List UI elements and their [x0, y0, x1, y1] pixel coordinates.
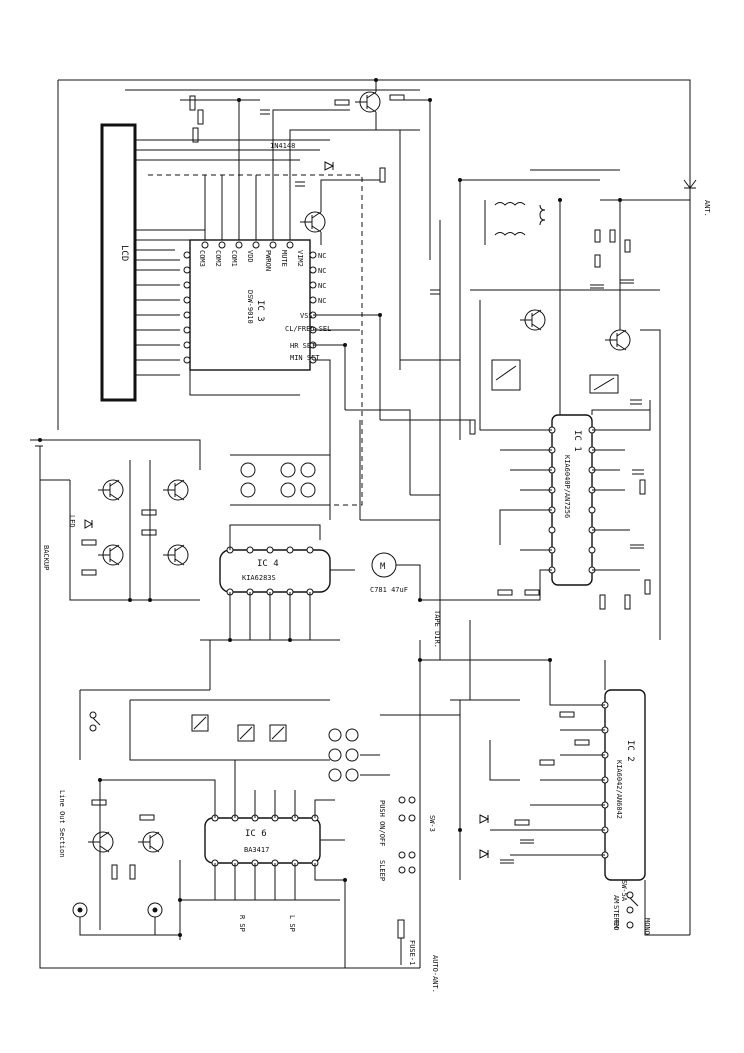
- antenna-symbol: ANT.: [683, 179, 711, 217]
- sw5a-switch: [626, 891, 639, 929]
- lcd-label: LCD: [119, 245, 129, 261]
- cl-fred-sel-label: CL/FRED-SEL: [285, 325, 331, 333]
- line-out-label: Line Out Section: [58, 790, 66, 857]
- antenna-label: ANT.: [703, 200, 711, 217]
- ic3-controller: IC 3 DSW-9010 VDD COM1 COM2 COM3 PWRON M…: [183, 239, 331, 371]
- tape-motor: M C781 47uF: [370, 552, 421, 600]
- junction-dots: [38, 78, 622, 937]
- diode-d1: 1N4148: [270, 142, 335, 171]
- control-area-outline: [148, 174, 363, 506]
- ic3-pin-vss: VSS: [300, 312, 313, 320]
- motor-capacitor-label: C781 47uF: [370, 586, 408, 594]
- ic3-pin-com1: COM1: [230, 250, 238, 267]
- led-label: LED: [68, 515, 76, 528]
- fm-transistor-1: [520, 309, 546, 331]
- ic3-pin-nc1: NC: [318, 252, 326, 260]
- ic3-pin-com3: COM3: [198, 250, 206, 267]
- q-mute-transistor: [300, 211, 326, 233]
- resistor-bank-top: [189, 94, 405, 183]
- line-out-section: [72, 799, 180, 936]
- push-on-off-label: PUSH ON/OFF: [378, 800, 386, 846]
- cap-bank-top: [260, 109, 440, 295]
- tuning-gang: [491, 359, 619, 394]
- lcd-display: LCD: [100, 123, 137, 402]
- volume-trimmers: [79, 689, 330, 761]
- am-label: AM: [612, 895, 620, 903]
- svg-text:M: M: [380, 562, 386, 572]
- led-driver-section: [40, 439, 201, 601]
- ic3-title: IC 3: [255, 300, 265, 322]
- backup-label: BACKUP: [42, 545, 50, 570]
- mono-label: MONO: [643, 918, 651, 935]
- ic1-tuner: IC 1 KIA6040P/AN7256: [548, 414, 596, 586]
- ic4-title: IC 4: [257, 559, 279, 569]
- ic3-pin-com2: COM2: [214, 250, 222, 267]
- sleep-label: SLEEP: [378, 860, 386, 881]
- fm-label: FM: [612, 920, 620, 928]
- ic2-part: KIA6042/AN6042: [615, 760, 623, 819]
- ic3-pin-hr-set: HR SET: [290, 342, 316, 350]
- ic3-pin-min-set: MIN SET: [290, 354, 320, 362]
- tape-dir-label: TAPE DIR.: [433, 610, 441, 648]
- ic4-amp: IC 4 KIA6283S: [219, 546, 331, 596]
- jack-column-ic6: [328, 728, 390, 782]
- diode-1n4148-label: 1N4148: [270, 142, 295, 150]
- sw5a-label: SW-5A: [620, 880, 628, 902]
- r-sp-label: R SP: [238, 915, 246, 932]
- auto-ant-label: AUTO-ANT.: [431, 955, 439, 993]
- ic6-part: BA3417: [244, 846, 269, 854]
- l-sp-label: L SP: [288, 915, 296, 932]
- ic1-part: KIA6040P/AN7256: [563, 455, 571, 518]
- rc-ic2: [479, 711, 590, 864]
- ic3-pin-nc4: NC: [318, 297, 326, 305]
- ic3-pin-vim2: VIM2: [296, 250, 304, 267]
- ic6-line-amp: IC 6 BA3417: [204, 814, 321, 867]
- sleep-switch: [398, 851, 416, 874]
- ic2-audio: IC 2 KIA6042/AN6042: [601, 689, 646, 881]
- ic3-pin-nc2: NC: [318, 267, 326, 275]
- ic1-title: IC 1: [572, 430, 582, 452]
- ic3-pin-pwron: PWRON: [264, 250, 272, 271]
- fm-transistor-2: [605, 329, 631, 351]
- alarm-switch: [89, 711, 101, 732]
- ic3-pin-vdd: VDD: [246, 250, 254, 263]
- ic3-pin-nc3: NC: [318, 282, 326, 290]
- backup-battery: [30, 439, 48, 480]
- push-on-off-switch: [398, 796, 416, 822]
- ic2-title: IC 2: [625, 740, 635, 762]
- lcd-bus: [135, 139, 330, 376]
- ic4-part: KIA6283S: [242, 574, 276, 582]
- rc-ladder-right: [469, 229, 651, 610]
- ic3-pin-mute: MUTE: [280, 250, 288, 267]
- jack-row-ic4: [230, 454, 330, 506]
- ic6-title: IC 6: [245, 829, 267, 839]
- stereo-label: STEREO: [612, 905, 620, 930]
- fuse-section: [397, 919, 405, 965]
- ift-coils: [484, 200, 546, 245]
- sw3-label: SW-3: [428, 815, 436, 832]
- ic3-part: DSW-9010: [246, 290, 254, 324]
- fuse-label: FUSE-1: [408, 940, 416, 965]
- q-power-transistor: [355, 91, 381, 113]
